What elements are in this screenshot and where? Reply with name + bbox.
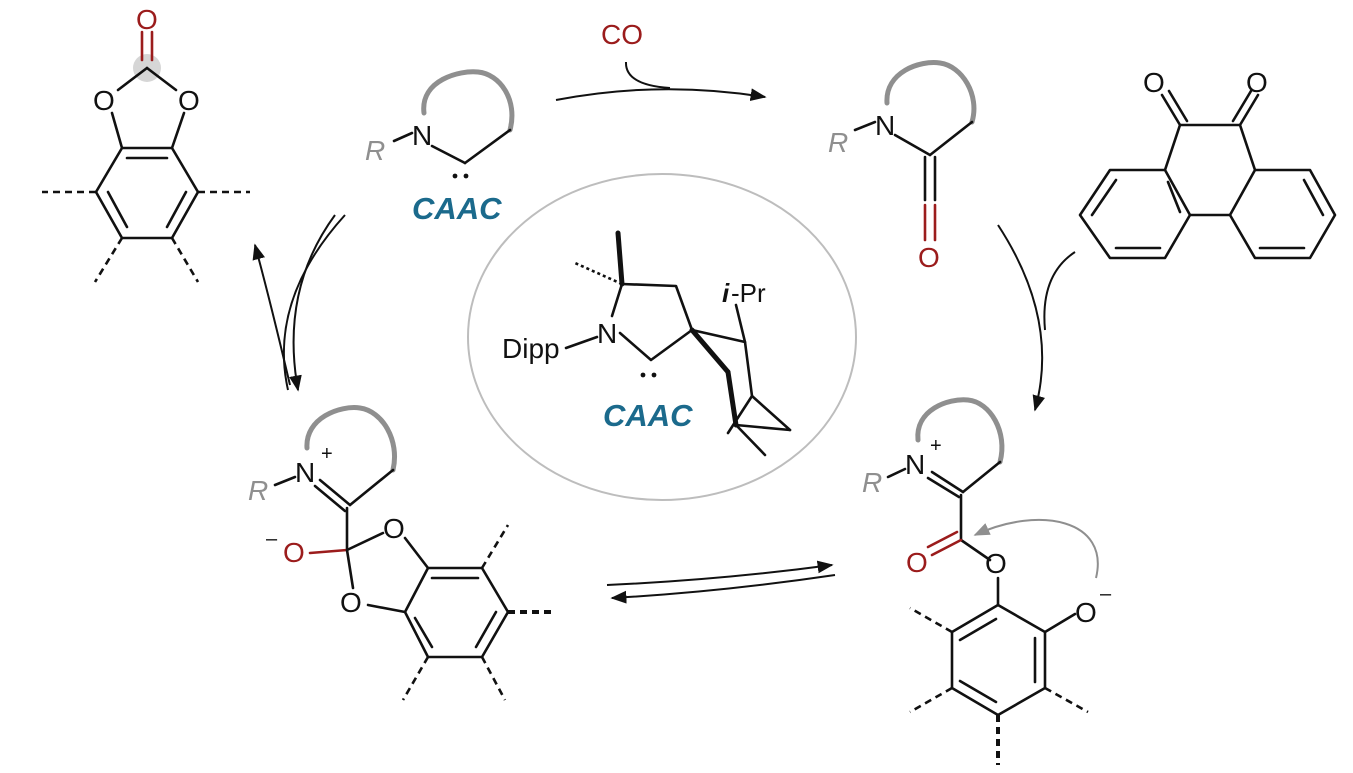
alkoxide-charge: –	[266, 528, 278, 550]
free-caac-r: R	[365, 135, 385, 166]
ester-intermediate-structure: N + R O O O –	[862, 397, 1112, 765]
ipr-suffix: -Pr	[731, 278, 766, 308]
left-equilibrium-arrows	[252, 214, 346, 392]
ester-oxygen: O	[985, 548, 1007, 579]
tetrahedral-intermediate-structure: N + R O – O O	[248, 405, 555, 701]
co-addition-arrow: CO	[555, 19, 767, 102]
ester-nitrogen-charge: +	[930, 435, 942, 457]
bottom-equilibrium-arrows	[606, 560, 836, 604]
dioxole-oxygen-top: O	[383, 513, 405, 544]
center-caac-label: CAAC	[603, 398, 693, 433]
ipr-label: i -Pr	[722, 278, 766, 308]
free-caac-nitrogen: N	[412, 120, 432, 151]
ipr-prefix: i	[722, 278, 730, 308]
center-ellipse	[467, 173, 857, 501]
ring-arc	[884, 60, 977, 125]
ketene-oxygen: O	[918, 242, 940, 273]
ketene-nitrogen: N	[875, 110, 895, 141]
cyclic-carbonate-structure: O O O	[42, 4, 250, 283]
ketene-r: R	[828, 127, 848, 158]
center-nitrogen: N	[597, 318, 617, 349]
co-reagent: CO	[601, 19, 643, 50]
carbonate-oxygen-right: O	[178, 85, 200, 116]
carbonate-oxygen-left: O	[93, 85, 115, 116]
quinone-oxygen-right: O	[1246, 67, 1268, 98]
adduct-nitrogen-charge: +	[321, 443, 333, 465]
center-caac-structure: N Dipp i -Pr CAAC	[467, 173, 857, 501]
carbene-lone-pair	[640, 372, 646, 378]
right-down-arrow	[997, 224, 1076, 412]
dioxole-oxygen-bottom: O	[340, 587, 362, 618]
ring-arc	[915, 397, 1005, 465]
phenoxide-charge: –	[1100, 583, 1112, 605]
quinone-oxygen-left: O	[1143, 67, 1165, 98]
free-caac-lone-pair	[452, 173, 458, 179]
carbonate-carbonyl-oxygen: O	[136, 4, 158, 35]
phenanthrenequinone-structure: O O	[1078, 67, 1337, 260]
ester-carbonyl-oxygen: O	[906, 547, 928, 578]
alkoxide-oxygen: O	[283, 537, 305, 568]
adduct-r: R	[248, 475, 268, 506]
ring-arc	[421, 69, 515, 133]
ring-arc	[304, 405, 397, 473]
caac-co-structure: N R O	[828, 60, 977, 273]
free-caac-label: CAAC	[412, 191, 502, 226]
dipp-label: Dipp	[502, 333, 560, 364]
adduct-nitrogen: N	[295, 457, 315, 488]
ester-nitrogen: N	[905, 449, 925, 480]
ester-r: R	[862, 467, 882, 498]
free-caac-structure: N R CAAC	[365, 69, 515, 226]
phenoxide-oxygen: O	[1075, 597, 1097, 628]
